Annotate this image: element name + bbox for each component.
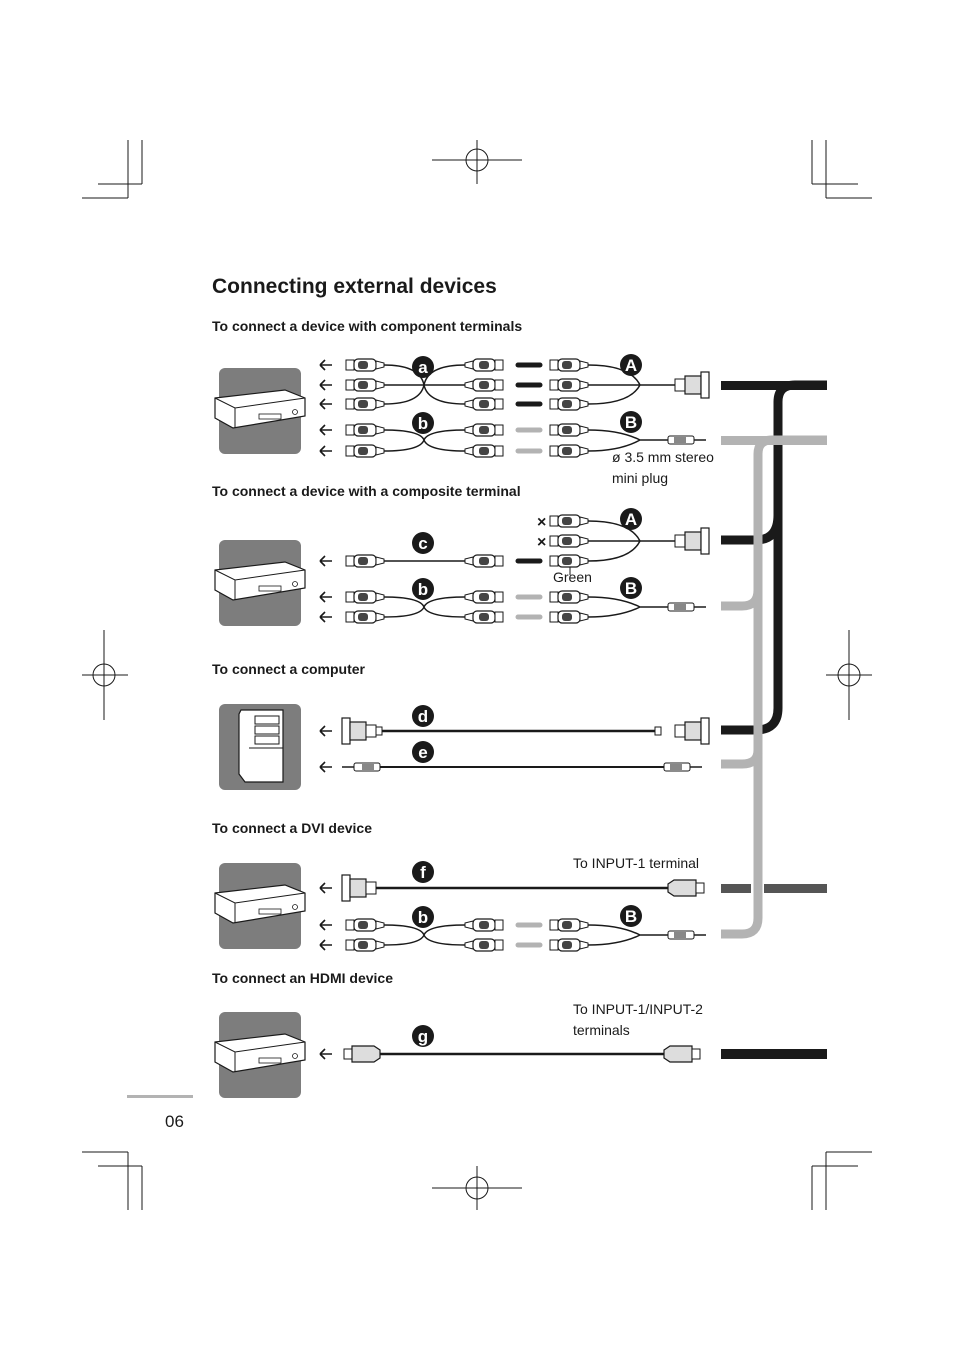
section-heading-hdmi: To connect an HDMI device — [212, 970, 393, 986]
svg-text:f: f — [420, 863, 426, 882]
section-heading-dvi: To connect a DVI device — [212, 820, 373, 836]
cable-g-label: g — [412, 1025, 434, 1047]
input12-note: To INPUT-1/INPUT-2 terminals — [573, 999, 703, 1041]
svg-text:a: a — [418, 358, 428, 377]
page-title: Connecting external devices — [212, 275, 497, 298]
adapter-B-label: B — [620, 411, 642, 433]
not-used-mark: × — [537, 534, 546, 551]
adapter-A-label: A — [620, 354, 642, 376]
svg-text:b: b — [418, 580, 428, 599]
svg-text:b: b — [418, 414, 428, 433]
cable-e-label: e — [412, 741, 434, 763]
stereo-plug-note-line1: ø 3.5 mm stereo — [612, 449, 714, 465]
cable-labels: a b c b d e f b g A B A B B — [412, 354, 642, 1047]
svg-text:b: b — [418, 908, 428, 927]
svg-text:d: d — [418, 707, 428, 726]
bundle-lines — [721, 380, 827, 1059]
input12-note-line2: terminals — [573, 1022, 630, 1038]
svg-text:e: e — [418, 743, 427, 762]
svg-text:B: B — [625, 579, 637, 598]
stereo-plug-note: ø 3.5 mm stereo mini plug — [612, 447, 714, 489]
svg-text:B: B — [625, 907, 637, 926]
section-heading-component: To connect a device with component termi… — [212, 318, 523, 334]
svg-text:c: c — [418, 534, 427, 553]
component-diagram — [214, 358, 710, 458]
dvi-diagram — [214, 862, 707, 952]
svg-text:g: g — [418, 1027, 428, 1046]
input12-note-line1: To INPUT-1/INPUT-2 — [573, 1001, 703, 1017]
adapter-B-label-3: B — [620, 905, 642, 927]
svg-text:A: A — [625, 510, 637, 529]
cable-b-label: b — [412, 412, 434, 434]
cable-b-label-3: b — [412, 906, 434, 928]
cable-f-label: f — [412, 861, 434, 883]
hdmi-diagram — [214, 1011, 701, 1099]
cable-a-label: a — [412, 356, 434, 378]
computer-diagram — [218, 703, 710, 791]
section-heading-computer: To connect a computer — [212, 661, 365, 677]
cable-d-label: d — [412, 705, 434, 727]
cable-b-label-2: b — [412, 578, 434, 600]
green-note: Green — [553, 569, 592, 585]
svg-text:A: A — [625, 356, 637, 375]
stereo-plug-note-line2: mini plug — [612, 470, 669, 486]
page-number: 06 — [165, 1112, 184, 1131]
adapter-B-label-2: B — [620, 577, 642, 599]
not-used-marks: × × — [537, 514, 546, 551]
input1-note: To INPUT-1 terminal — [573, 855, 700, 871]
composite-diagram — [214, 514, 710, 627]
svg-text:B: B — [625, 413, 637, 432]
adapter-A-label-2: A — [620, 508, 642, 530]
page-divider — [127, 1095, 193, 1098]
cable-c-label: c — [412, 532, 434, 554]
not-used-mark: × — [537, 514, 546, 531]
crop-marks — [82, 140, 872, 1210]
section-heading-composite: To connect a device with a composite ter… — [212, 483, 521, 499]
